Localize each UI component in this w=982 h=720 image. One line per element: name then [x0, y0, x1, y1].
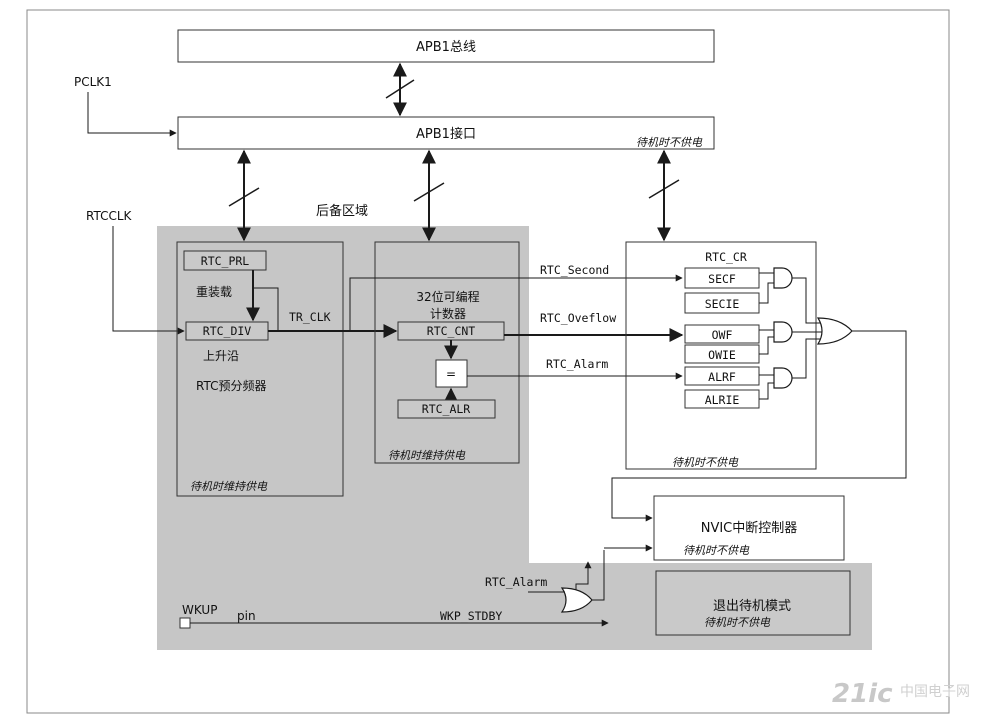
backup-domain-label: 后备区域: [316, 203, 368, 219]
rtcclk-line: [112, 226, 185, 335]
apb1-interface-box: [177, 116, 715, 150]
rtc-alarm-label: RTC_Alarm: [546, 357, 608, 371]
apb1-interface-note: 待机时不供电: [636, 136, 703, 149]
rtc-alr-label: RTC_ALR: [422, 402, 471, 416]
counter-title-1: 32位可编程: [416, 289, 479, 304]
nvic-note: 待机时不供电: [683, 544, 750, 557]
wkup-pin-square: [179, 617, 191, 629]
rtc-div-label: RTC_DIV: [203, 324, 252, 338]
watermark-site: 中国电子网: [900, 684, 970, 700]
alrf-box: [684, 366, 760, 386]
counter-note: 待机时维持供电: [388, 449, 466, 462]
owie-label: OWIE: [708, 348, 736, 362]
rtc-cr-label: RTC_CR: [705, 250, 747, 264]
and-gate-overflow: [773, 321, 793, 343]
nvic-box: [653, 495, 845, 561]
or-gate: [816, 317, 853, 345]
rising-edge-label: 上升沿: [203, 349, 239, 363]
rtcclk-label: RTCCLK: [86, 209, 133, 223]
wkup-label: WKUP: [182, 603, 217, 617]
alrf-label: ALRF: [708, 370, 736, 384]
exit-standby-label: 退出待机模式: [713, 599, 791, 614]
exit-standby-note: 待机时不供电: [704, 616, 771, 629]
prescaler-bus-slash: [228, 187, 260, 207]
counter-title-2: 计数器: [430, 306, 466, 321]
wkp-stdby-label: WKP_STDBY: [440, 609, 502, 623]
rtc-overflow-label: RTC_Oveflow: [540, 311, 616, 325]
bus-slash: [385, 79, 415, 99]
rtc-prl-label: RTC_PRL: [201, 254, 250, 268]
apb1-interface-label: APB1接口: [416, 126, 476, 142]
nvic-label: NVIC中断控制器: [701, 521, 798, 536]
rtc-prl-box: [183, 250, 267, 271]
and-gate-alarm: [773, 367, 793, 389]
counter-block: [374, 241, 520, 464]
secie-label: SECIE: [705, 297, 740, 311]
alrie-label: ALRIE: [705, 393, 740, 407]
standby-or-gate: [560, 587, 593, 613]
rtc-cr-block: [625, 241, 817, 470]
pin-label: pin: [237, 609, 256, 623]
owf-box: [684, 324, 760, 344]
rtc-second-label: RTC_Second: [540, 263, 609, 277]
secf-box: [684, 267, 760, 289]
owf-label: OWF: [712, 328, 733, 342]
apb1-bus-label: APB1总线: [416, 40, 476, 55]
pclk1-label: PCLK1: [74, 75, 112, 89]
exit-standby-box: [655, 570, 851, 636]
gate-wires: [611, 272, 907, 519]
trclk-label: TR_CLK: [289, 310, 331, 324]
rtc-alr-box: [397, 399, 496, 419]
rtc-cr-note: 待机时不供电: [672, 456, 739, 469]
compare-box: [435, 359, 468, 388]
and-gate-second: [773, 267, 793, 289]
apb1-bus-box: [177, 29, 715, 63]
counter-bus-slash: [413, 182, 445, 202]
rtccr-bus-slash: [648, 179, 680, 199]
prescaler-block: [176, 241, 344, 497]
secf-label: SECF: [708, 272, 736, 286]
watermark-logo: 21ic: [832, 679, 893, 709]
compare-label: =: [446, 367, 456, 381]
rtc-second-line: [349, 274, 683, 331]
rtc-alarm-2-label: RTC_Alarm: [485, 575, 547, 589]
rtc-cnt-label: RTC_CNT: [427, 324, 476, 338]
prescaler-label: RTC预分频器: [196, 379, 266, 393]
outer-frame: [26, 9, 950, 714]
prescaler-note: 待机时维持供电: [190, 480, 268, 493]
reload-label: 重装载: [196, 285, 232, 299]
pclk1-line: [87, 92, 177, 137]
